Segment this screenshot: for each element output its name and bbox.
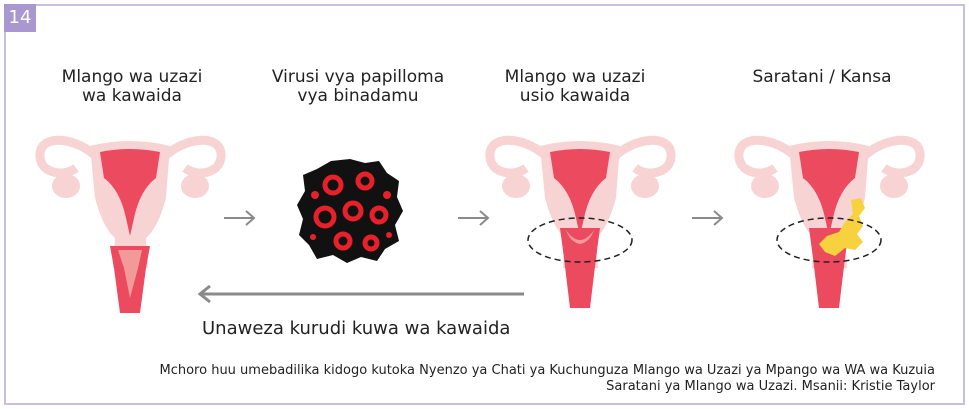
return-to-normal-text: Unaweza kurudi kuwa wa kawaida bbox=[202, 318, 510, 339]
arrow-right-icon bbox=[222, 208, 258, 228]
stage-label-hpv: Virusi vya papilloma vya binadamu bbox=[248, 68, 468, 106]
stage-label-abnormal: Mlango wa uzazi usio kawaida bbox=[465, 68, 685, 106]
uterus-shape bbox=[40, 140, 221, 313]
return-arrow-icon bbox=[196, 284, 528, 304]
caption-line-1: Mchoro huu umebadilika kidogo kutoka Nye… bbox=[15, 363, 935, 379]
caption-line-2: Saratani ya Mlango wa Uzazi. Msanii: Kri… bbox=[15, 379, 935, 395]
figure-number-badge: 14 bbox=[4, 4, 36, 32]
arrow-right-icon bbox=[690, 208, 726, 228]
stage-label-cancer: Saratani / Kansa bbox=[712, 68, 932, 87]
cancer-uterus-icon bbox=[727, 118, 932, 313]
hpv-virus-icon bbox=[295, 155, 405, 265]
stage-label-normal: Mlango wa uzazi wa kawaida bbox=[22, 68, 242, 106]
figure-caption: Mchoro huu umebadilika kidogo kutoka Nye… bbox=[15, 363, 935, 395]
